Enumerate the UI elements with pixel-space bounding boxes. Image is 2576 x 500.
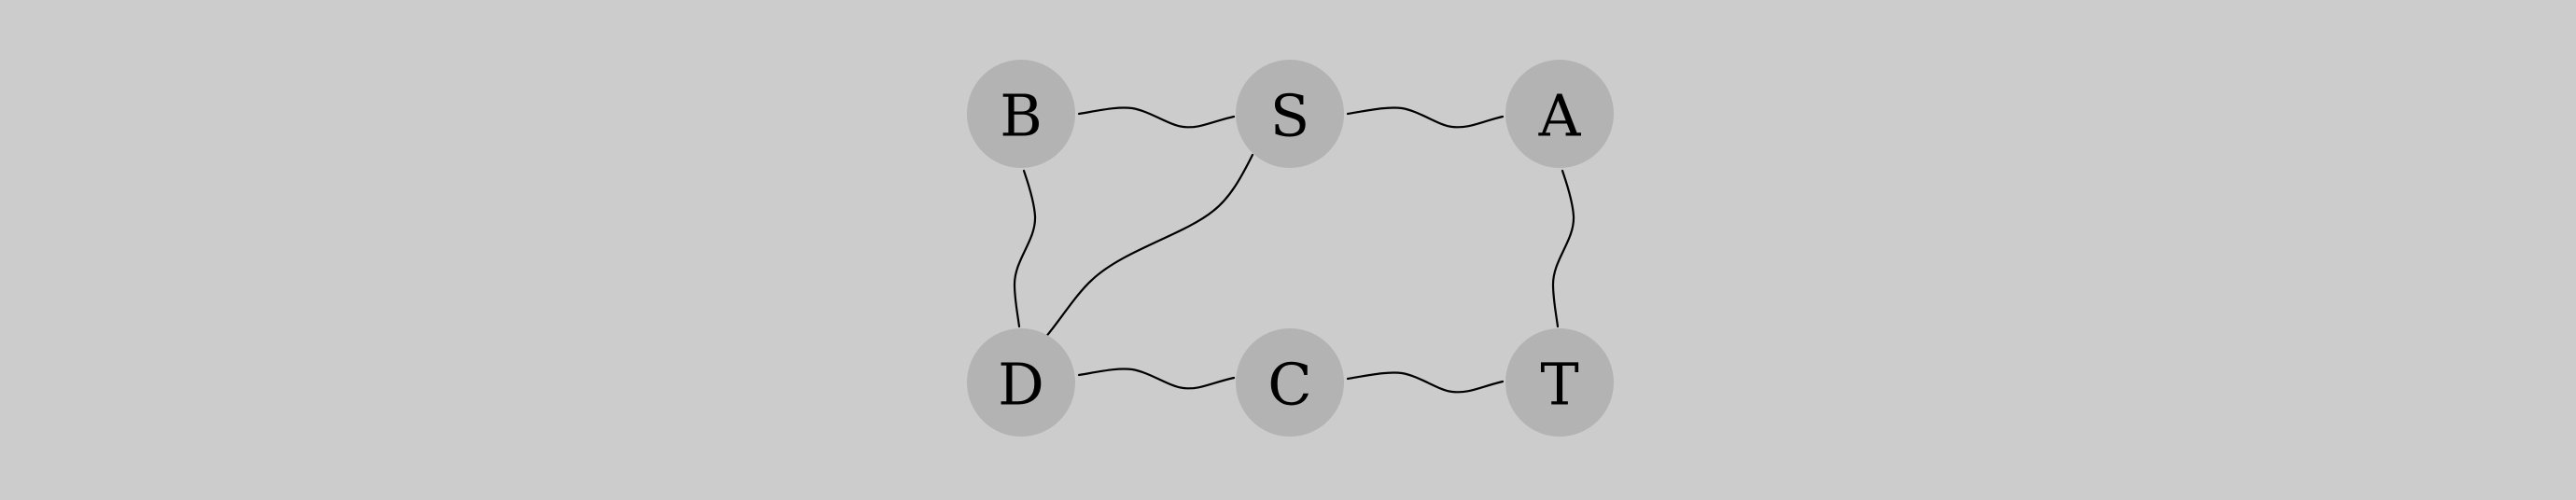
node-label: T xyxy=(1540,351,1578,419)
edge-b-d xyxy=(1013,169,1037,328)
edge-d-c xyxy=(1077,368,1236,390)
edge-s-a xyxy=(1346,106,1505,129)
node-label: A xyxy=(1538,82,1582,150)
edge-a-t xyxy=(1551,169,1575,328)
node-s: S xyxy=(1236,60,1344,168)
node-label: S xyxy=(1270,82,1309,150)
node-label: B xyxy=(1000,82,1043,150)
edge-s-d xyxy=(1036,153,1254,347)
node-circle xyxy=(1505,60,1614,168)
node-b: B xyxy=(967,60,1075,168)
node-label: C xyxy=(1267,351,1311,419)
node-circle xyxy=(967,60,1075,168)
node-circle xyxy=(1505,328,1614,437)
node-circle xyxy=(1236,60,1344,168)
edge-b-s xyxy=(1077,106,1236,129)
node-t: T xyxy=(1505,328,1614,437)
node-circle xyxy=(1236,328,1344,437)
node-circle xyxy=(967,328,1075,437)
nodes-layer: B S A D C T xyxy=(967,60,1614,437)
node-d: D xyxy=(967,328,1075,437)
edges-layer xyxy=(1013,106,1575,394)
node-label: D xyxy=(998,351,1044,419)
edge-c-t xyxy=(1346,371,1505,394)
node-a: A xyxy=(1505,60,1614,168)
node-c: C xyxy=(1236,328,1344,437)
